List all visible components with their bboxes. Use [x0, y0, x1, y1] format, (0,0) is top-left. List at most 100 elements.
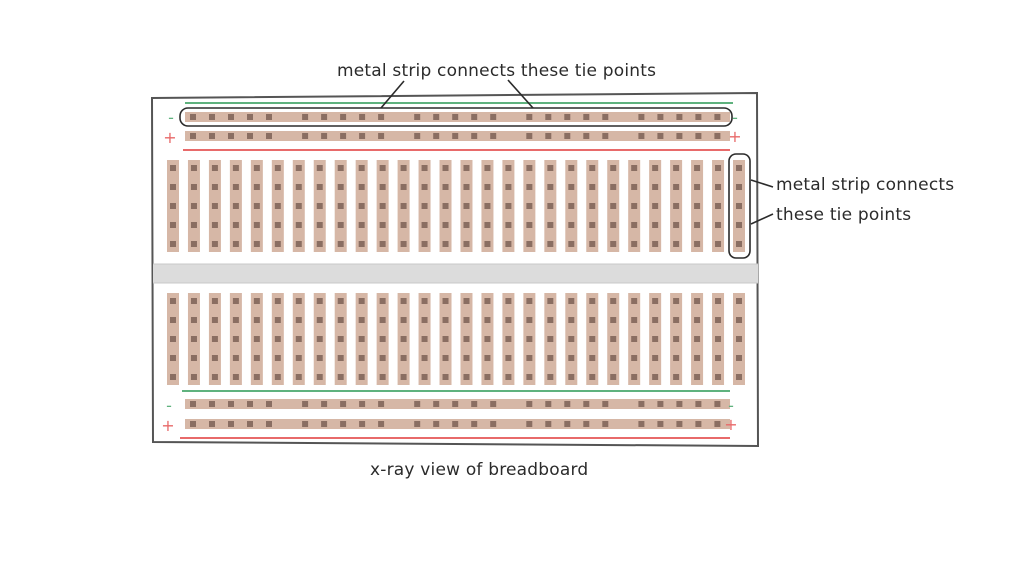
tie-point-hole [274, 203, 281, 209]
tie-point-hole [232, 203, 239, 209]
tie-point-hole [274, 298, 281, 304]
tie-point-hole [638, 401, 645, 407]
tie-point-hole [378, 114, 385, 120]
tie-point-hole [316, 241, 323, 247]
tie-point-hole [526, 374, 533, 380]
top-callout-pointer-left [380, 80, 405, 109]
tie-point-hole [652, 374, 659, 380]
tie-point-hole [232, 222, 239, 228]
tie-point-hole [414, 421, 421, 427]
board-outline [150, 91, 760, 448]
tie-point-hole [526, 336, 533, 342]
center-channel [153, 264, 758, 283]
tie-point-hole [547, 222, 554, 228]
tie-point-hole [211, 222, 218, 228]
tie-point-hole [736, 165, 742, 171]
tie-point-hole [610, 298, 617, 304]
column-highlight [728, 153, 751, 259]
tie-point-hole [715, 336, 722, 342]
tie-point-hole [602, 114, 609, 120]
tie-point-hole [274, 184, 281, 190]
tie-point-hole [247, 114, 253, 120]
tie-point-hole [190, 421, 196, 427]
tie-point-hole [211, 336, 218, 342]
tie-point-hole [583, 421, 590, 427]
tie-point-hole [490, 133, 497, 139]
tie-point-hole [253, 298, 260, 304]
tie-point-hole [484, 184, 491, 190]
tie-point-hole [232, 317, 239, 323]
tie-point-hole [657, 401, 664, 407]
tie-point-hole [568, 184, 575, 190]
tie-point-hole [170, 355, 176, 361]
tie-point-hole [190, 222, 197, 228]
tie-point-hole [253, 374, 260, 380]
tie-point-hole [190, 184, 197, 190]
tie-point-hole [337, 222, 344, 228]
tie-point-hole [274, 374, 281, 380]
tie-point-hole [266, 421, 272, 427]
tie-point-hole [232, 355, 239, 361]
tie-point-hole [471, 421, 478, 427]
tie-point-hole [358, 336, 365, 342]
tie-point-hole [484, 298, 491, 304]
tie-point-hole [568, 355, 575, 361]
tie-point-hole [253, 241, 260, 247]
tie-point-hole [631, 203, 638, 209]
tie-point-hole [589, 241, 596, 247]
tie-point-hole [302, 133, 309, 139]
tie-point-hole [673, 298, 680, 304]
tie-point-hole [463, 184, 470, 190]
side-callout-pointer-top [750, 179, 774, 188]
tie-point-hole [568, 374, 575, 380]
tie-point-hole [316, 184, 323, 190]
tie-point-hole [414, 133, 421, 139]
tie-point-hole [400, 184, 407, 190]
tie-point-hole [568, 165, 575, 171]
tie-point-hole [211, 241, 218, 247]
tie-point-hole [452, 421, 459, 427]
tie-point-hole [421, 184, 428, 190]
tie-point-hole [568, 203, 575, 209]
tie-point-hole [321, 133, 328, 139]
tie-point-hole [379, 374, 386, 380]
tie-point-hole [695, 421, 702, 427]
tie-point-hole [484, 165, 491, 171]
tie-point-hole [694, 374, 701, 380]
tie-point-hole [736, 355, 742, 361]
tie-point-hole [190, 401, 196, 407]
tie-point-hole [190, 298, 197, 304]
tie-point-hole [589, 336, 596, 342]
tie-point-hole [568, 222, 575, 228]
tie-point-hole [694, 355, 701, 361]
tie-point-hole [190, 165, 197, 171]
tie-point-hole [442, 241, 449, 247]
tie-point-hole [714, 114, 721, 120]
tie-point-hole [340, 401, 347, 407]
tie-point-hole [170, 184, 176, 190]
tie-point-hole [209, 114, 215, 120]
tie-point-hole [673, 374, 680, 380]
tie-point-hole [358, 298, 365, 304]
tie-point-hole [714, 401, 721, 407]
tie-point-hole [316, 222, 323, 228]
tie-point-hole [232, 241, 239, 247]
tie-point-hole [631, 222, 638, 228]
tie-point-hole [657, 421, 664, 427]
tie-point-hole [471, 401, 478, 407]
tie-point-hole [526, 241, 533, 247]
tie-point-hole [400, 336, 407, 342]
tie-point-hole [694, 222, 701, 228]
tie-point-hole [358, 317, 365, 323]
top-callout-label: metal strip connects these tie points [337, 61, 657, 81]
tie-point-hole [583, 401, 590, 407]
tie-point-hole [170, 241, 176, 247]
tie-point-hole [463, 374, 470, 380]
tie-point-hole [340, 133, 347, 139]
tie-point-hole [379, 222, 386, 228]
tie-point-hole [568, 317, 575, 323]
tie-point-hole [442, 165, 449, 171]
tie-point-hole [295, 203, 302, 209]
tie-point-hole [274, 355, 281, 361]
